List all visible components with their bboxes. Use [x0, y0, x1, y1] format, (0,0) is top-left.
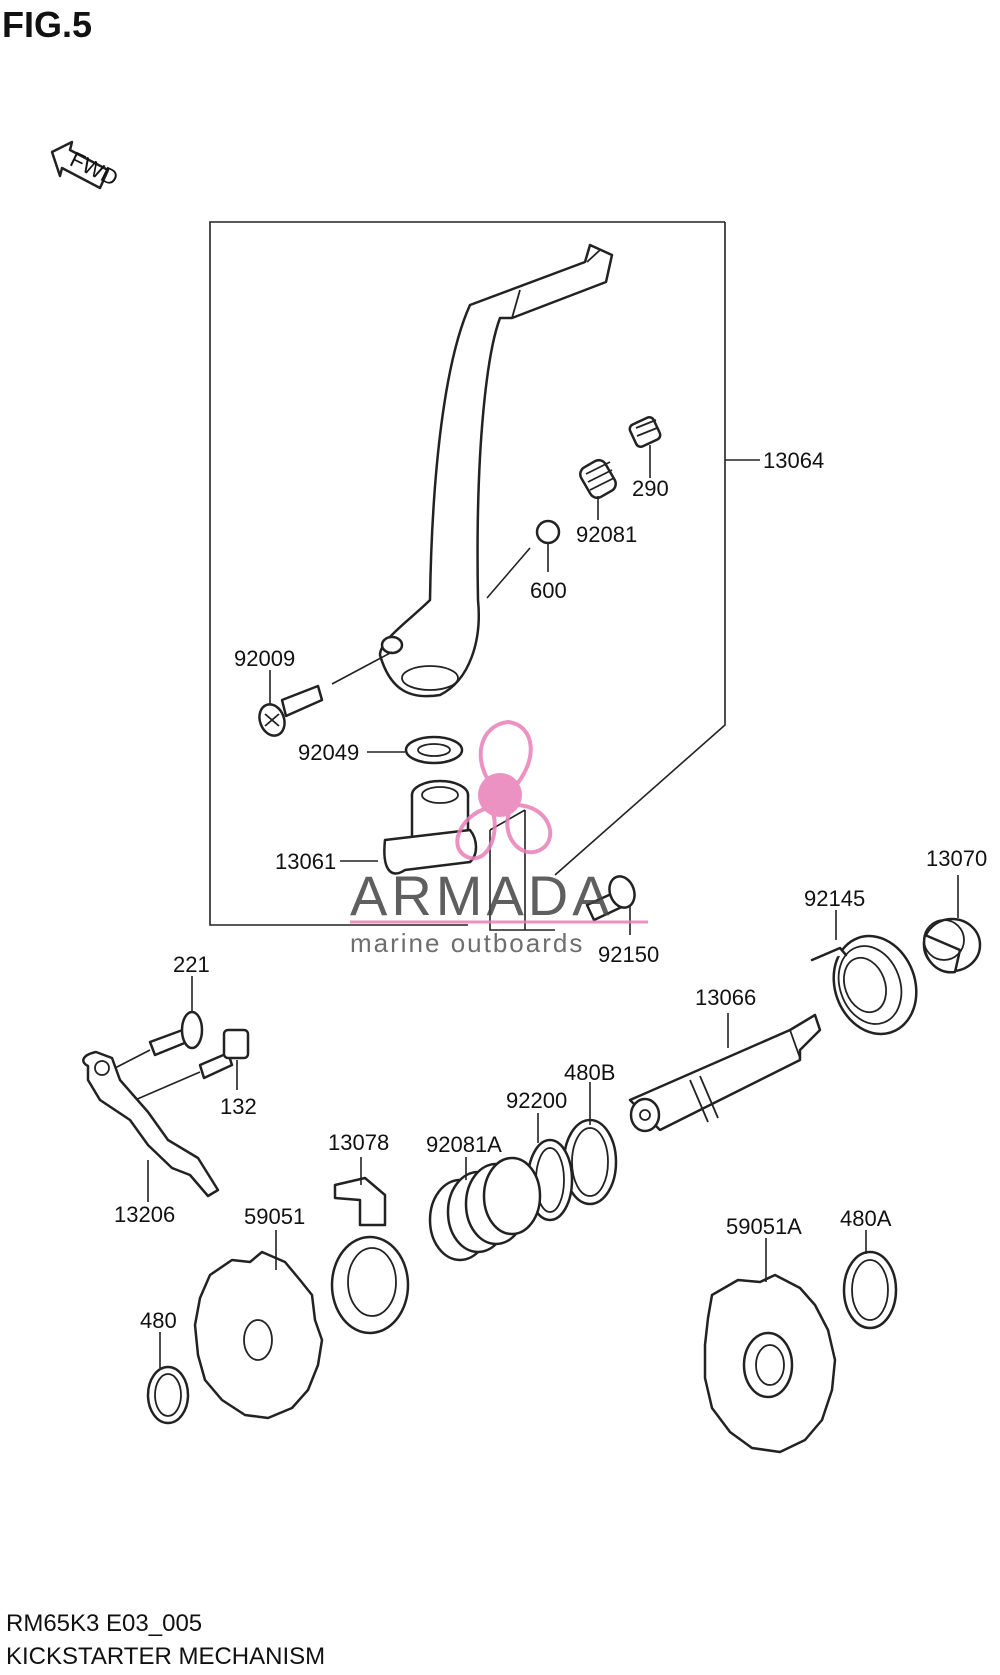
label-92081: 92081 [576, 522, 637, 547]
label-92081A: 92081A [426, 1132, 502, 1157]
figure-title: FIG.5 [2, 4, 93, 45]
label-13070: 13070 [926, 846, 987, 871]
part-13066-shaft [628, 1013, 822, 1133]
part-480A-circlip [842, 1230, 898, 1330]
part-92081A-spring [428, 1156, 542, 1262]
label-59051A: 59051A [726, 1214, 802, 1239]
part-92009-bolt [258, 651, 393, 737]
label-92150: 92150 [598, 942, 659, 967]
label-13064: 13064 [763, 448, 824, 473]
part-13078-ratchet [330, 1157, 410, 1335]
label-92200: 92200 [506, 1088, 567, 1113]
label-59051: 59051 [244, 1204, 305, 1229]
part-13070-collar [922, 875, 982, 974]
watermark-brand: ARMADA [350, 864, 614, 927]
armada-watermark: ARMADA marine outboards [350, 719, 648, 958]
label-221: 221 [173, 952, 210, 977]
figure-code: RM65K3 E03_005 [6, 1610, 203, 1637]
part-132-bolt [134, 1028, 250, 1101]
label-480B: 480B [564, 1060, 615, 1085]
part-13206-lever [82, 1050, 220, 1202]
assembly-box [209, 221, 725, 926]
label-132: 132 [220, 1094, 257, 1119]
label-13061: 13061 [275, 849, 336, 874]
figure-name: KICKSTARTER MECHANISM [6, 1643, 326, 1670]
label-600: 600 [530, 578, 567, 603]
part-13061-kick-shaft [340, 779, 478, 875]
fwd-arrow-icon: FWD [50, 140, 122, 191]
label-290: 290 [632, 476, 669, 501]
label-13066: 13066 [695, 985, 756, 1010]
watermark-tagline: marine outboards [350, 928, 584, 958]
part-59051-gear [193, 1230, 324, 1420]
part-480-circlip [146, 1332, 190, 1425]
label-13078: 13078 [328, 1130, 389, 1155]
label-92009: 92009 [234, 646, 295, 671]
label-92049: 92049 [298, 740, 359, 765]
part-221-bolt [114, 976, 204, 1069]
label-13206: 13206 [114, 1202, 175, 1227]
part-92049-washer [367, 735, 464, 765]
label-92145: 92145 [804, 886, 865, 911]
part-92145-spring [810, 910, 918, 1036]
part-59051A-gear [703, 1238, 837, 1454]
label-480A: 480A [840, 1206, 892, 1231]
kick-lever-arm [378, 243, 614, 698]
label-480: 480 [140, 1308, 177, 1333]
part-92081-spring [579, 458, 617, 520]
propeller-logo-icon [455, 719, 553, 861]
part-600-ball [486, 519, 561, 599]
part-290-spring [628, 416, 662, 478]
